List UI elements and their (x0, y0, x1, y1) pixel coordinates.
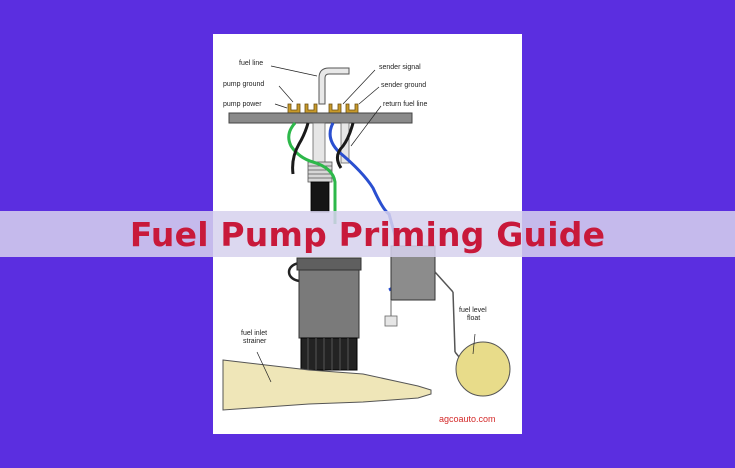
label-float: float (467, 315, 480, 322)
pump-top-cap (296, 257, 362, 271)
fuel-inlet-strainer (222, 359, 432, 411)
label-sender-signal: sender signal (379, 64, 421, 71)
page-title: Fuel Pump Priming Guide (129, 214, 606, 254)
label-pump-power: pump power (223, 101, 262, 108)
black-wire (291, 122, 310, 175)
fuel-pump-illustration: fuel line pump ground pump power sender … (222, 60, 511, 424)
black-wire-2 (336, 122, 355, 169)
label-strainer: strainer (243, 338, 267, 345)
label-sender-ground: sender ground (381, 82, 426, 89)
float-arm (434, 271, 454, 293)
fuel-line-pipe (318, 67, 350, 105)
terminals (287, 103, 359, 115)
label-fuel-line: fuel line (239, 60, 263, 67)
callout-lines (256, 65, 476, 383)
label-fuel-level: fuel level (459, 307, 487, 314)
bracket (384, 315, 398, 327)
supply-pipe (312, 122, 326, 164)
green-wire (287, 121, 337, 224)
pump-base (300, 337, 358, 371)
pump-body (298, 265, 360, 339)
title-band: Fuel Pump Priming Guide (0, 211, 735, 257)
watermark-agcoauto: agcoauto.com (439, 414, 496, 424)
float-arm-2 (452, 291, 456, 353)
fuel-level-float (455, 341, 511, 397)
label-return-fuel-line: return fuel line (383, 101, 427, 108)
mounting-plate (228, 112, 413, 124)
label-pump-ground: pump ground (223, 81, 264, 88)
label-fuel-inlet: fuel inlet (241, 330, 267, 337)
